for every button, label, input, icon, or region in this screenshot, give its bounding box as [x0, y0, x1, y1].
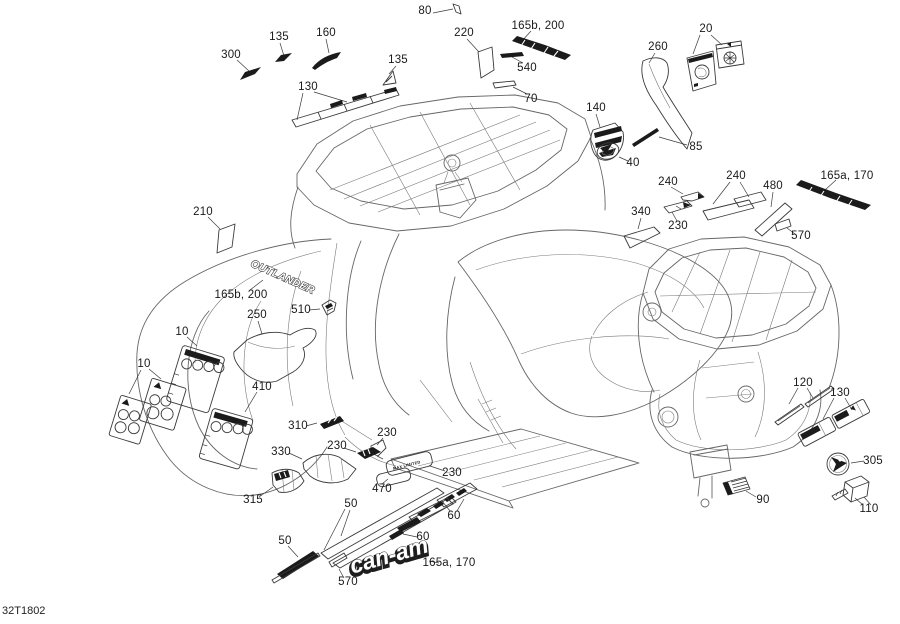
decal-135-mid — [382, 70, 397, 86]
warning-card-10-a — [166, 345, 225, 414]
warning-card-10-b — [139, 378, 187, 431]
svg-text:MAX LIMITED: MAX LIMITED — [392, 459, 421, 471]
callout-110: 110 — [859, 503, 879, 515]
callout-80: 80 — [418, 5, 432, 17]
decal-230-top — [663, 200, 693, 214]
decal-250 — [233, 327, 317, 383]
decal-540 — [500, 52, 524, 58]
callout-240-right: 240 — [726, 170, 746, 182]
callout-70: 70 — [524, 93, 538, 105]
decal-480 — [754, 202, 793, 237]
callout-120: 120 — [793, 377, 813, 389]
callout-230-a: 230 — [377, 427, 397, 439]
decal-240-right — [702, 191, 767, 221]
callout-510: 510 — [291, 304, 311, 316]
callout-240-left: 240 — [658, 176, 678, 188]
callout-135-mid: 135 — [388, 54, 408, 66]
callout-165a-170-top: 165a, 170 — [820, 170, 874, 182]
callout-230-c: 230 — [442, 467, 462, 479]
decal-165a-170-top — [796, 180, 871, 210]
callout-165b-200-top: 165b, 200 — [511, 20, 565, 32]
drawing-code: 32T1802 — [2, 605, 46, 617]
decal-110 — [831, 475, 870, 503]
decal-165b-200-top — [512, 36, 571, 60]
decal-60-b — [389, 529, 404, 540]
decal-130-bot-2 — [831, 398, 871, 429]
callout-130-top: 130 — [298, 81, 318, 93]
decal-50-blades — [320, 487, 457, 569]
decal-570-top — [774, 218, 792, 232]
callout-50-a: 50 — [344, 498, 358, 510]
callout-310: 310 — [288, 420, 308, 432]
callout-470: 470 — [372, 483, 392, 495]
decal-140 — [590, 122, 624, 161]
decal-130-top — [291, 87, 400, 128]
decal-160 — [312, 52, 341, 70]
decal-300 — [240, 67, 261, 80]
callout-20: 20 — [699, 23, 713, 35]
decal-570-bot — [328, 552, 348, 568]
callout-410: 410 — [252, 381, 272, 393]
decal-70 — [492, 80, 517, 89]
decal-230-c: MAX LIMITED — [385, 451, 433, 476]
callout-85: 85 — [689, 141, 703, 153]
decal-230-b — [357, 447, 384, 460]
callout-315: 315 — [243, 494, 263, 506]
callout-60-a: 60 — [447, 510, 461, 522]
callout-165b-200-mid: 165b, 200 — [214, 289, 268, 301]
callout-340: 340 — [631, 206, 651, 218]
decal-315 — [271, 468, 305, 493]
callout-570-bot: 570 — [338, 576, 358, 588]
callout-220: 220 — [454, 27, 474, 39]
decal-340 — [623, 226, 661, 249]
callout-135-top: 135 — [269, 31, 289, 43]
decal-60-cluster — [397, 482, 478, 532]
callout-140: 140 — [586, 102, 606, 114]
leader-lines — [128, 8, 872, 579]
callout-60-b: 60 — [416, 531, 430, 543]
callout-230-top: 230 — [668, 220, 688, 232]
warning-card-10-c — [108, 395, 152, 445]
callout-10-a: 10 — [175, 326, 189, 338]
decal-210 — [216, 223, 236, 254]
decal-40-cap — [596, 142, 620, 160]
decal-310 — [320, 416, 344, 429]
decal-220 — [477, 46, 495, 79]
callout-250: 250 — [247, 309, 267, 321]
callout-330: 330 — [271, 446, 291, 458]
callout-160: 160 — [316, 27, 336, 39]
callout-40: 40 — [626, 157, 640, 169]
callout-10-b: 10 — [137, 358, 151, 370]
warning-card-410 — [198, 408, 254, 470]
decal-130-bot-1 — [797, 416, 837, 447]
brp-logo-decal-305 — [826, 452, 850, 476]
decal-470 — [376, 467, 412, 488]
decal-330 — [302, 453, 357, 484]
callout-300: 300 — [221, 49, 241, 61]
decal-80 — [452, 3, 462, 15]
callout-260: 260 — [648, 41, 668, 53]
callout-165a-170-bot: 165a, 170 — [422, 557, 476, 569]
callout-480: 480 — [763, 180, 783, 192]
callout-90: 90 — [756, 494, 770, 506]
callout-230-b: 230 — [327, 440, 347, 452]
decal-120 — [774, 385, 835, 426]
decal-90 — [722, 476, 751, 496]
decal-135-top — [275, 53, 292, 62]
callout-50-b: 50 — [278, 535, 292, 547]
decal-510 — [321, 299, 337, 316]
callout-305: 305 — [863, 455, 883, 467]
decal-85 — [632, 128, 659, 147]
callout-130-bot: 130 — [830, 387, 850, 399]
decal-50-b — [271, 551, 321, 584]
callout-570-top: 570 — [791, 230, 811, 242]
decal-240-left — [680, 191, 705, 202]
decal-260 — [641, 57, 693, 150]
callout-540: 540 — [517, 62, 537, 74]
atv-line-art — [136, 94, 840, 509]
callout-210: 210 — [193, 206, 213, 218]
warning-decal-20 — [686, 40, 745, 92]
